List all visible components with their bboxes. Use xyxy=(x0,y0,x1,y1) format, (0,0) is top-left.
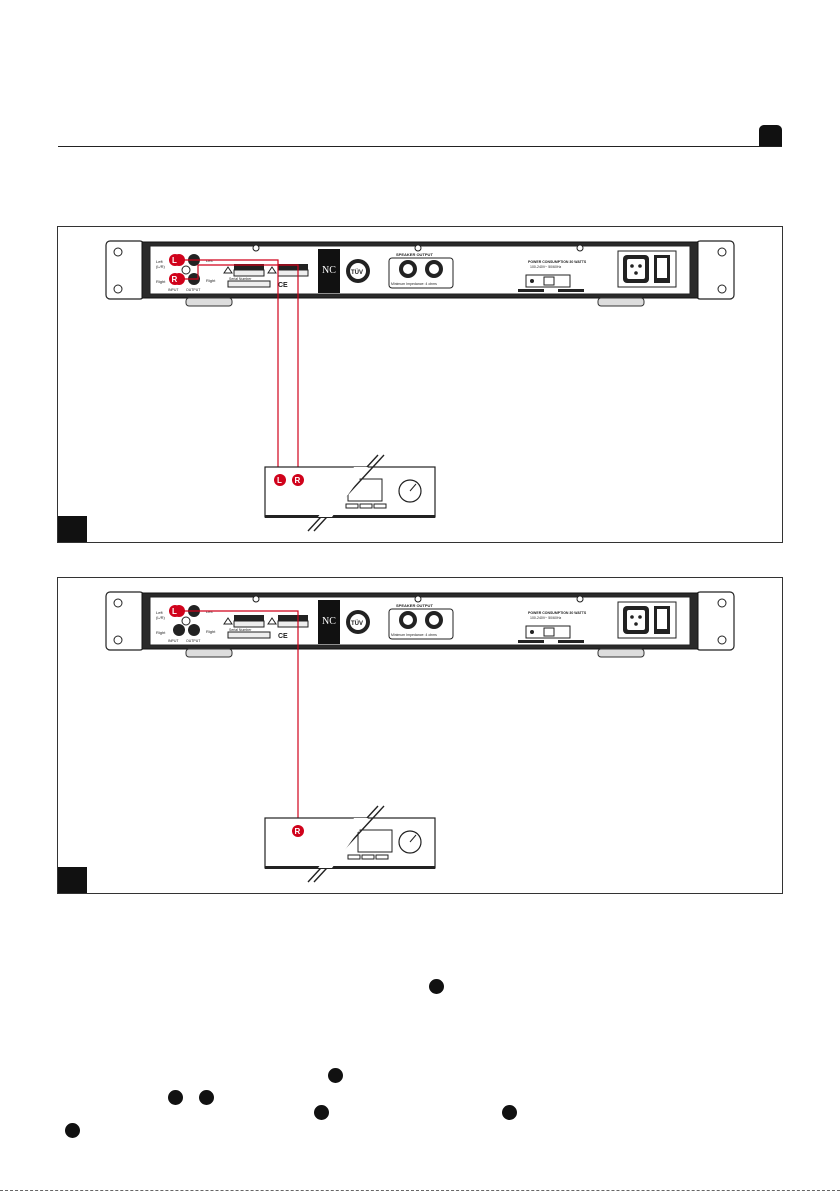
screw-icon xyxy=(576,244,584,252)
svg-text:NC: NC xyxy=(322,616,336,627)
rack-ear-left xyxy=(105,591,145,651)
svg-text:POWER CONSUMPTION 30 WATTS: POWER CONSUMPTION 30 WATTS xyxy=(528,260,587,264)
figure-stereo-connection: Left (L/R) Right Left Right INPUT OUTPUT… xyxy=(57,226,783,543)
header-rule xyxy=(58,146,782,147)
screw-icon xyxy=(252,244,260,252)
device-marker-r xyxy=(292,474,304,486)
page-section-badge xyxy=(759,125,782,146)
reference-dot xyxy=(314,1105,329,1120)
svg-text:L: L xyxy=(172,607,177,616)
rack-hole-icon xyxy=(113,247,123,257)
rack-hole-icon xyxy=(113,635,123,645)
connector-marker-l xyxy=(169,605,181,617)
foot xyxy=(185,297,233,307)
label-input: INPUT xyxy=(168,288,179,292)
mono-diagram: Left (L/R) Right Left Right INPUT OUTPUT… xyxy=(105,591,735,883)
device-marker-l xyxy=(274,474,286,486)
svg-text:TÜV: TÜV xyxy=(351,269,363,276)
svg-text:Minimum Impedance: 4 ohms: Minimum Impedance: 4 ohms xyxy=(391,633,437,637)
label-right-out: Right xyxy=(206,278,216,283)
svg-text:CE: CE xyxy=(278,633,288,640)
ce-mark: CE xyxy=(278,282,288,289)
screw-icon xyxy=(414,595,422,603)
cable-right xyxy=(179,264,299,475)
foot xyxy=(597,297,645,307)
figure-number-badge xyxy=(58,516,87,542)
rack-hole-icon xyxy=(113,284,123,294)
screw-icon xyxy=(576,595,584,603)
label-output: OUTPUT xyxy=(186,288,201,292)
label-left-lr: Left xyxy=(156,259,164,264)
rack-hole-icon xyxy=(717,247,727,257)
stereo-diagram: Left (L/R) Right Left Right INPUT OUTPUT… xyxy=(105,240,735,532)
rack-hole-icon xyxy=(717,598,727,608)
svg-text:Serial Number: Serial Number xyxy=(229,277,252,281)
svg-text:NC: NC xyxy=(322,265,336,276)
reference-dot xyxy=(168,1090,183,1105)
svg-text:Minimum Impedance: 4 ohms: Minimum Impedance: 4 ohms xyxy=(391,282,437,286)
page-bottom-edge xyxy=(0,1190,840,1191)
connector-marker-l xyxy=(169,254,181,266)
serial-number-field xyxy=(227,280,271,288)
nc-badge xyxy=(318,600,340,644)
svg-text:L: L xyxy=(277,476,282,485)
screw-icon xyxy=(414,244,422,252)
warning-box xyxy=(278,264,308,270)
svg-text:SPEAKER OUTPUT: SPEAKER OUTPUT xyxy=(396,603,433,608)
reference-dot xyxy=(429,979,444,994)
warning-icon xyxy=(223,266,233,274)
svg-text:Right: Right xyxy=(156,630,166,635)
nc-badge xyxy=(318,249,340,293)
rack-ear-left xyxy=(105,240,145,300)
svg-text:POWER CONSUMPTION 30 WATTS: POWER CONSUMPTION 30 WATTS xyxy=(528,611,587,615)
svg-text:Right: Right xyxy=(206,629,216,634)
svg-text:(L/R): (L/R) xyxy=(156,615,166,620)
rack-hole-icon xyxy=(113,598,123,608)
foot xyxy=(597,648,645,658)
svg-text:L: L xyxy=(172,256,177,265)
cable-left xyxy=(179,259,279,475)
warning-icon xyxy=(267,266,277,274)
screw-icon xyxy=(252,595,260,603)
svg-text:SPEAKER OUTPUT: SPEAKER OUTPUT xyxy=(396,252,433,257)
rca-jack-output-right xyxy=(188,624,200,636)
reference-dot xyxy=(502,1105,517,1120)
connector-marker-r xyxy=(169,273,181,285)
reference-dot xyxy=(199,1090,214,1105)
svg-text:(L/R): (L/R) xyxy=(156,264,166,269)
svg-text:100-240V~ 50/60Hz: 100-240V~ 50/60Hz xyxy=(530,265,561,269)
rack-hole-icon xyxy=(717,635,727,645)
device-display xyxy=(357,829,393,853)
svg-text:R: R xyxy=(295,827,301,836)
rack-ear-right xyxy=(695,240,735,300)
rack-hole-icon xyxy=(717,284,727,294)
warning-icon xyxy=(223,617,233,625)
reference-dot xyxy=(65,1123,80,1138)
link-icon xyxy=(181,616,191,626)
warning-box xyxy=(234,264,264,270)
svg-text:R: R xyxy=(295,476,301,485)
svg-text:Serial Number: Serial Number xyxy=(229,628,252,632)
serial-number-field xyxy=(227,631,271,639)
rca-jack-input-right xyxy=(173,624,185,636)
figure-mono-connection: Left (L/R) Right Left Right INPUT OUTPUT… xyxy=(57,577,783,894)
warning-icon xyxy=(267,617,277,625)
foot xyxy=(185,648,233,658)
label-right: Right xyxy=(156,279,166,284)
link-icon xyxy=(181,265,191,275)
svg-text:Left: Left xyxy=(156,610,164,615)
cable-mono xyxy=(179,610,299,826)
svg-text:100-240V~ 50/60Hz: 100-240V~ 50/60Hz xyxy=(530,616,561,620)
svg-text:OUTPUT: OUTPUT xyxy=(186,639,201,643)
device-marker-r xyxy=(292,825,304,837)
svg-text:R: R xyxy=(172,275,178,284)
figure-number-badge xyxy=(58,867,87,893)
svg-text:INPUT: INPUT xyxy=(168,639,179,643)
rack-ear-right xyxy=(695,591,735,651)
reference-dot xyxy=(328,1068,343,1083)
svg-text:TÜV: TÜV xyxy=(351,620,363,627)
